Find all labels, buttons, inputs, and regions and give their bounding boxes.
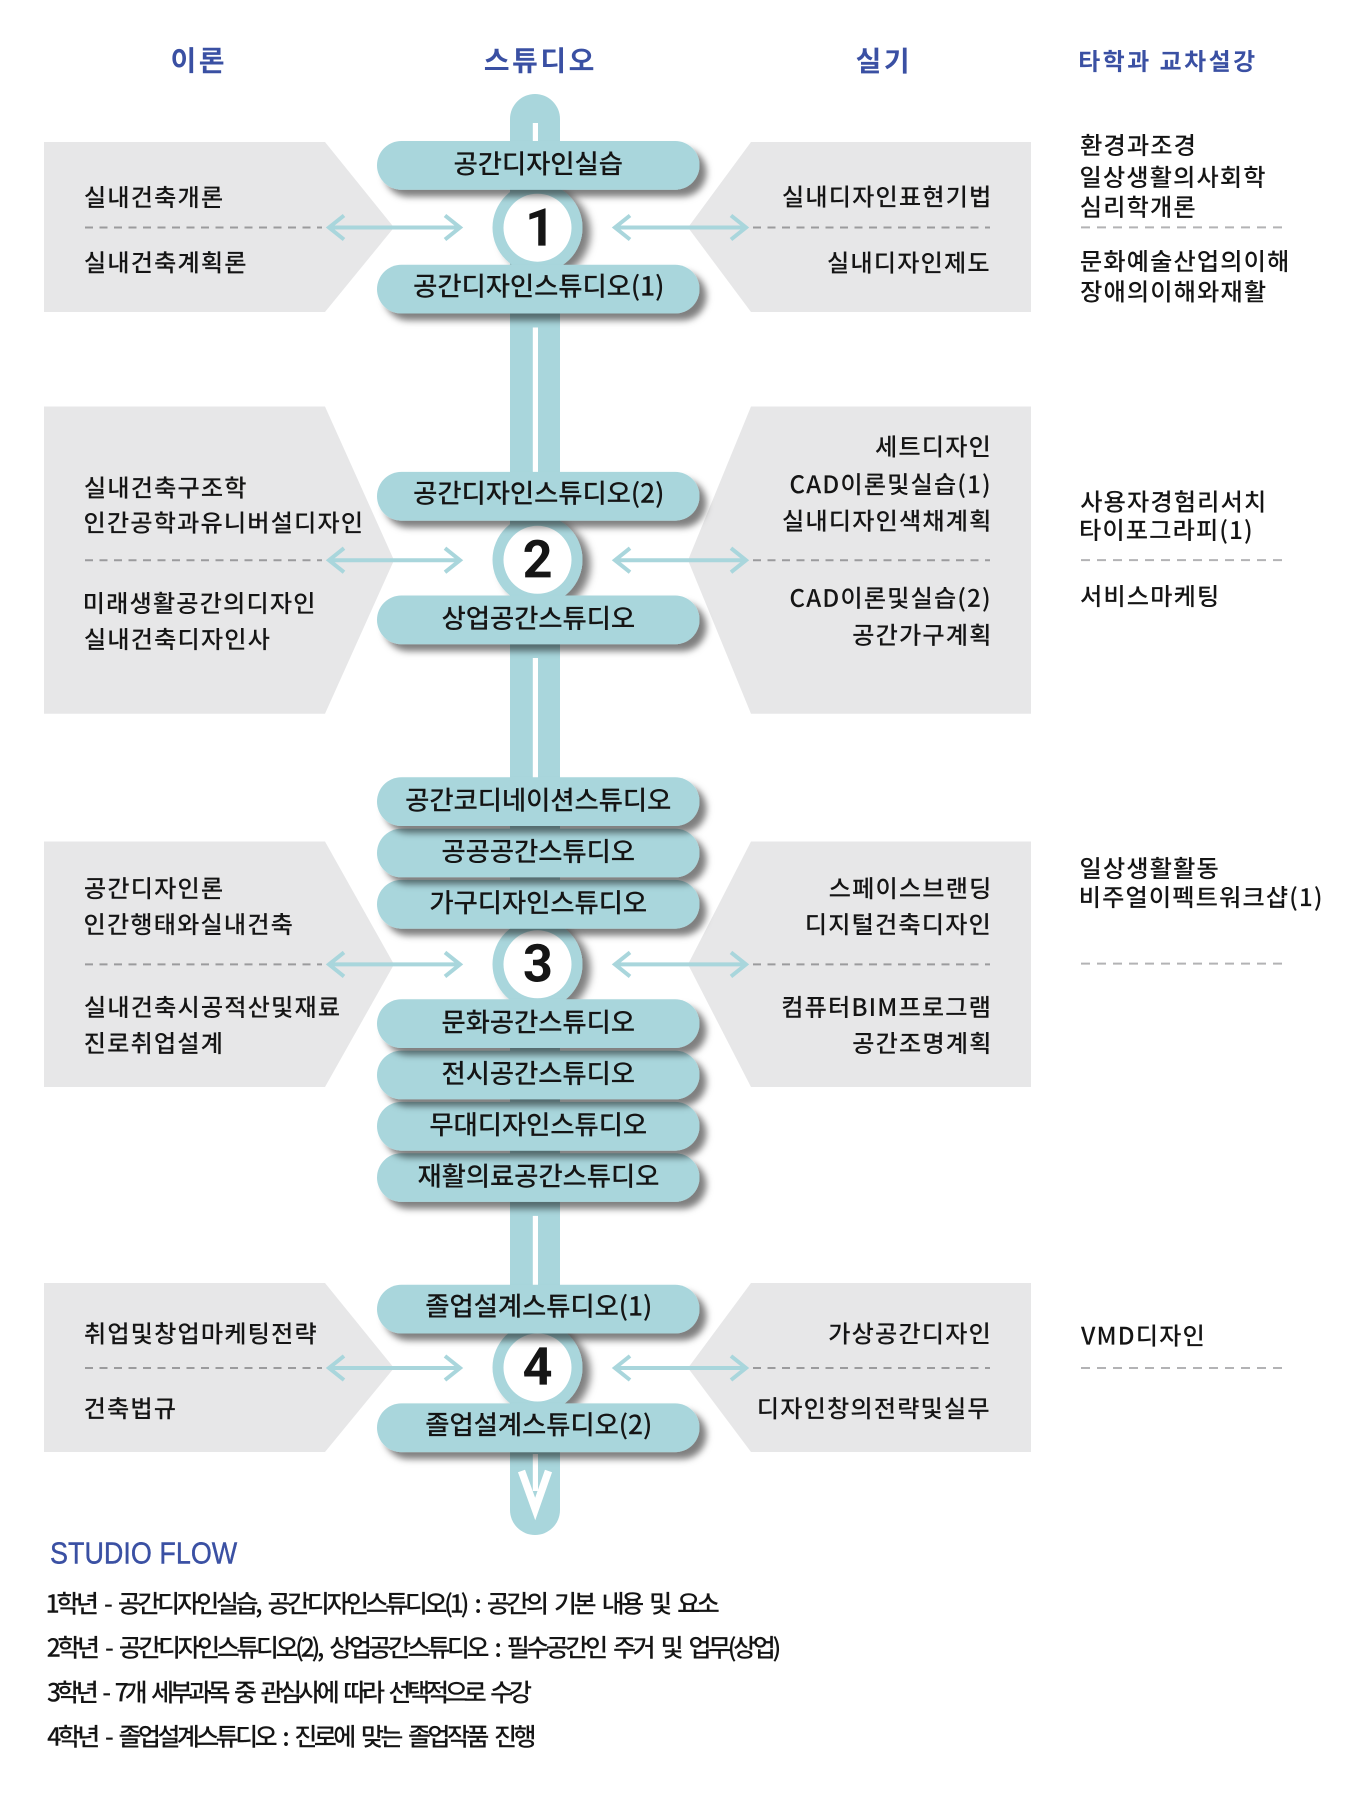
svg-text:STUDIO FLOW: STUDIO FLOW bbox=[50, 1537, 238, 1571]
